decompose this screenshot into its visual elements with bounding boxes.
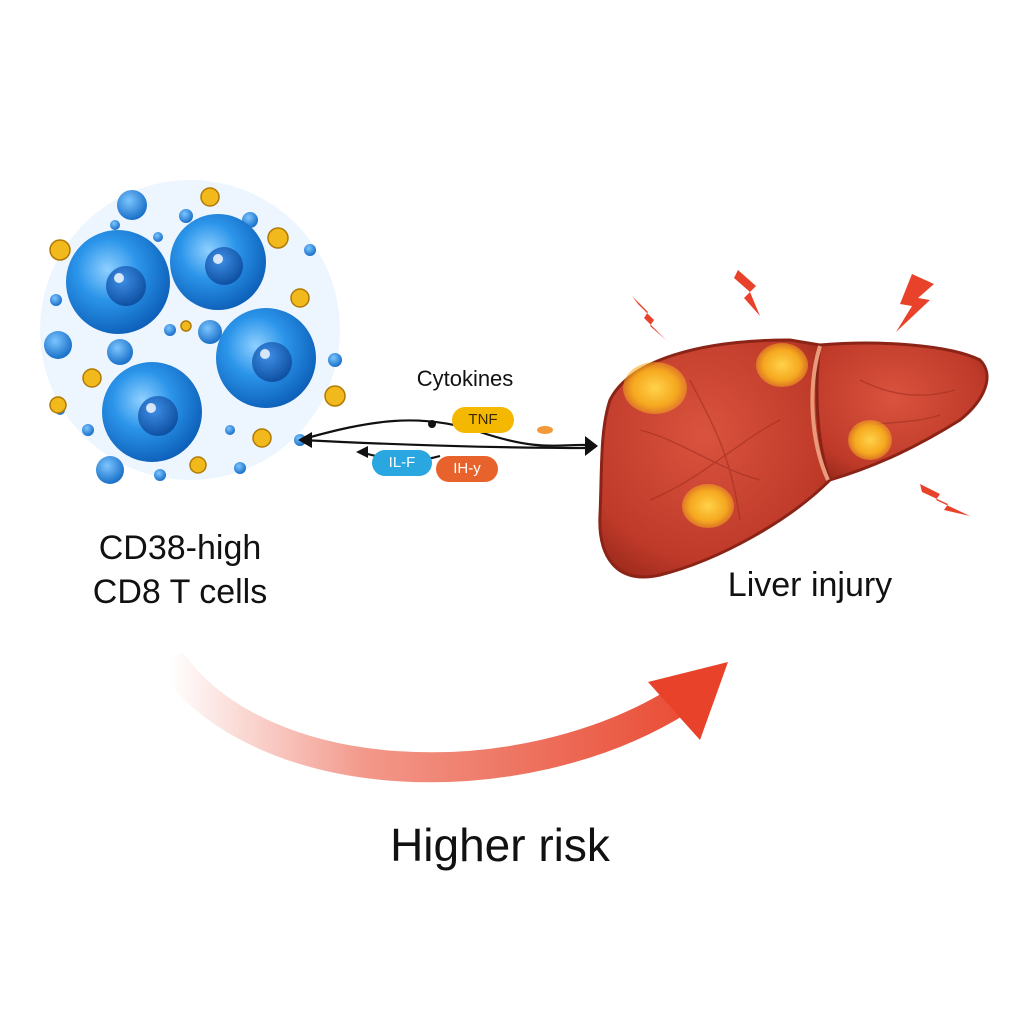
cytokines-label: Cytokines — [416, 366, 514, 391]
tnf-badge: TNF — [452, 407, 514, 433]
spark — [537, 426, 553, 434]
cytokine-particles — [49, 187, 346, 474]
higher-risk-label: Higher risk — [390, 819, 610, 871]
il-badge: IL-F — [372, 450, 432, 476]
cd8-t-cell — [66, 230, 170, 334]
cells-label-line2: CD8 T cells — [92, 573, 268, 611]
cells-label-line1: CD38-high — [98, 529, 262, 567]
ifn-badge: IH-y — [436, 456, 498, 482]
cd8-t-cell — [216, 308, 316, 408]
cd8-t-cell — [170, 214, 266, 310]
injury-bolts — [632, 270, 970, 516]
arrow-to-cells — [301, 438, 591, 450]
liver-injury-label: Liver injury — [727, 566, 893, 604]
liver-right-lobe — [815, 341, 989, 482]
bolt-icon — [734, 270, 760, 316]
cd38-high-cd8-t-cells-label: CD38-high CD8 T cells — [40, 526, 320, 614]
cell-cluster — [40, 180, 346, 484]
liver — [598, 338, 989, 579]
risk-arrow — [157, 651, 728, 783]
cytokine-arrows — [298, 419, 598, 462]
cd8-t-cell — [102, 362, 202, 462]
liver-lesions — [623, 343, 892, 528]
bolt-icon — [632, 296, 666, 340]
bolt-icon — [920, 484, 970, 516]
bolt-icon — [896, 274, 934, 332]
